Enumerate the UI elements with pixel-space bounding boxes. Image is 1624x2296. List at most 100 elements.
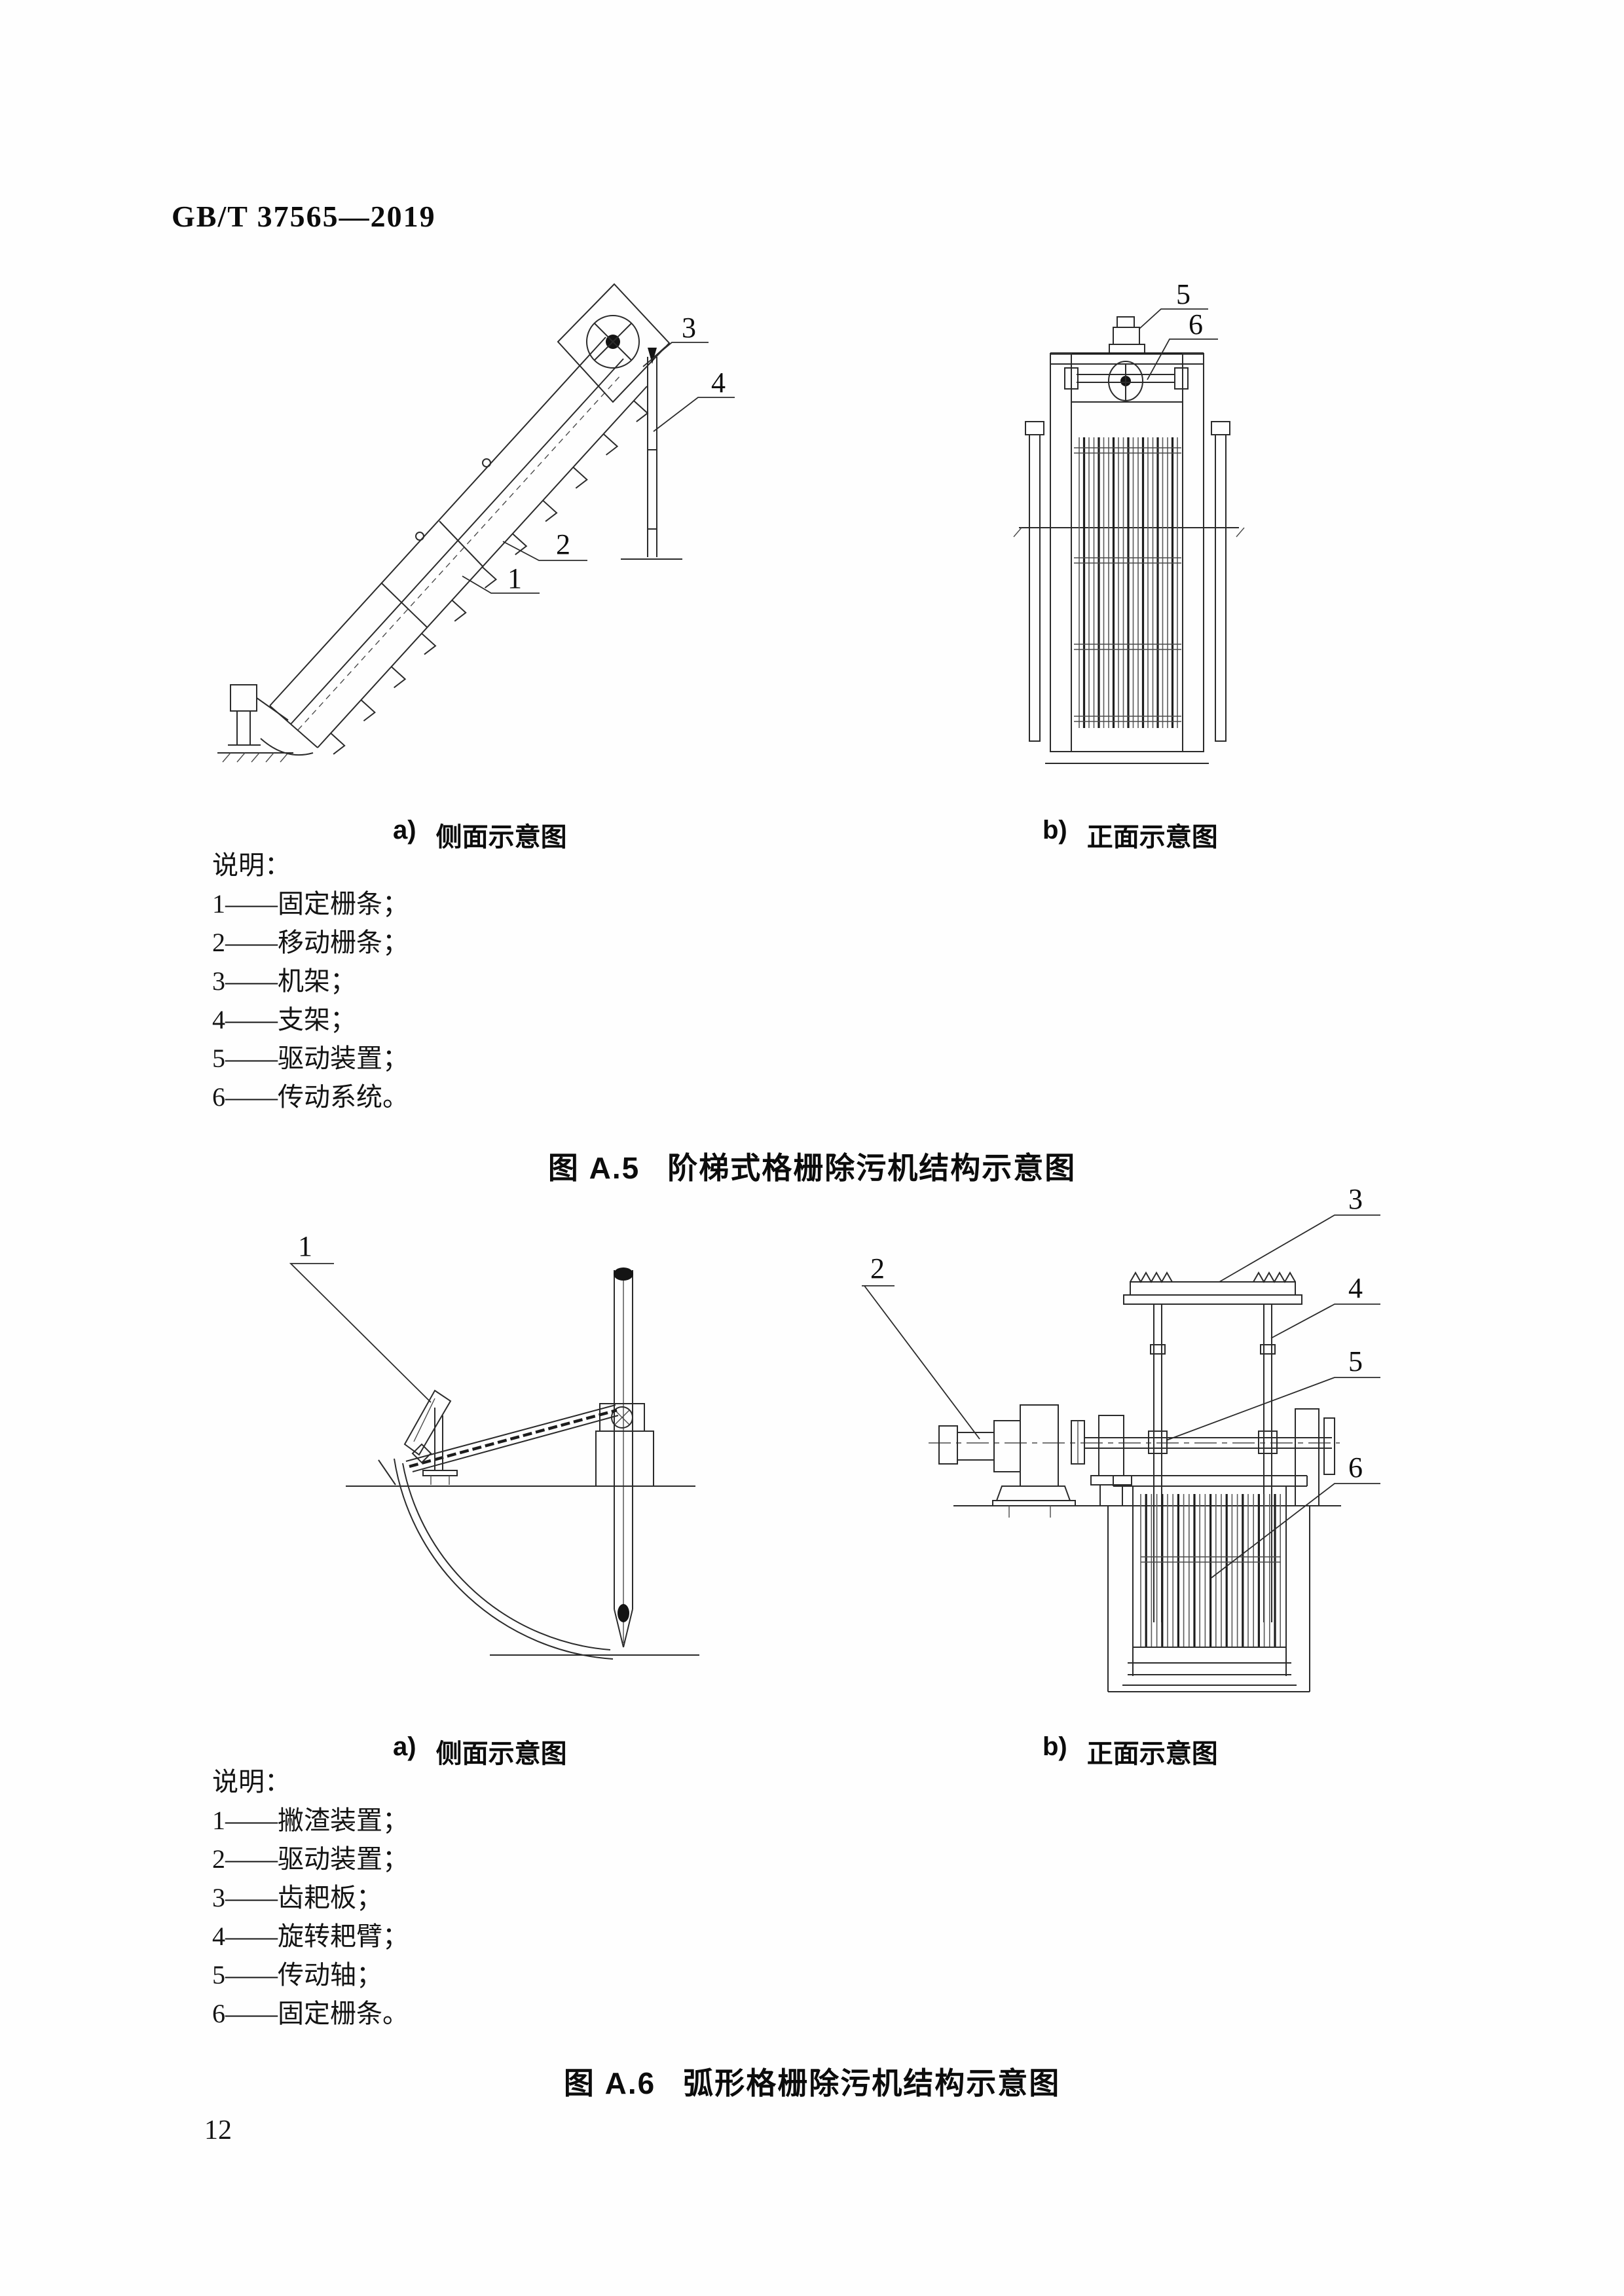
figure-a5-side-caption: a) 侧面示意图: [393, 816, 567, 854]
top-beam: [1113, 1475, 1308, 1487]
outer-post-right: [1215, 434, 1227, 742]
callout-number: 1: [507, 562, 522, 594]
legend-item: 3——机架；: [212, 966, 356, 996]
legend-item: 2——移动栅条；: [212, 928, 409, 957]
figure-a6-front-diagram: 2 3 4 5 6: [862, 1183, 1380, 1692]
motor-body: [1113, 327, 1140, 345]
callout-2: 2: [502, 528, 587, 561]
legend-title: 说明：: [212, 850, 291, 880]
arc-screen-inner: [402, 1463, 611, 1650]
callout-2: 2: [862, 1252, 980, 1440]
subcaption-title: 正面示意图: [1086, 823, 1218, 852]
callout-number: 6: [1189, 308, 1203, 340]
rake-teeth-right: [1253, 1271, 1296, 1284]
tail-box: [230, 684, 257, 712]
rake-teeth-left: [1130, 1271, 1173, 1284]
legend-item: 5——驱动装置；: [212, 1044, 409, 1073]
callout-number: 4: [711, 367, 726, 399]
rake-arm-top: [405, 1404, 616, 1462]
figure-caption-label: 图 A.5: [547, 1151, 640, 1185]
tank-outline: [1107, 1506, 1310, 1692]
subcaption-label: b): [1043, 1732, 1067, 1761]
bar-screen: [1079, 437, 1178, 728]
legend-item: 1——固定栅条；: [212, 889, 409, 919]
figure-a6-side-caption: a) 侧面示意图: [393, 1732, 567, 1770]
arc-screen-outer: [394, 1458, 614, 1660]
gearbox-foot: [995, 1485, 1071, 1501]
support-post: [647, 357, 657, 557]
right-column: [1182, 353, 1204, 752]
chain-line: [297, 374, 621, 731]
figure-caption-label: 图 A.6: [563, 2066, 656, 2100]
drive-pulley: [586, 315, 640, 369]
figure-a6-front-caption: b) 正面示意图: [1043, 1732, 1218, 1770]
callout-5: 5: [1139, 278, 1208, 329]
callout-6: 6: [1147, 308, 1218, 380]
figure-a5-side-diagram: 3 4 2 1: [217, 283, 735, 763]
frame-rail-mid: [290, 358, 624, 725]
callout-6: 6: [1211, 1451, 1380, 1578]
arm-coupler: [1148, 1430, 1168, 1454]
gearbox-body: [1020, 1404, 1059, 1487]
subcaption-label: a): [393, 816, 416, 845]
callout-number: 5: [1176, 278, 1190, 310]
page-number: 12: [204, 2115, 232, 2145]
callout-1: 1: [462, 562, 540, 594]
roller: [482, 458, 491, 467]
callout-number: 4: [1348, 1272, 1363, 1304]
transmission-shaft: [1077, 374, 1175, 383]
vertical-shaft: [614, 1270, 633, 1609]
motor-base: [1109, 344, 1145, 354]
legend-item: 5——传动轴；: [212, 1960, 382, 1990]
motor-end-cap: [938, 1425, 958, 1465]
callout-3: 3: [642, 312, 709, 367]
bearing-block: [1064, 367, 1079, 390]
callout-number: 1: [298, 1230, 312, 1262]
callout-number: 5: [1348, 1345, 1363, 1377]
left-column: [1050, 353, 1072, 752]
right-pedestal: [1295, 1408, 1320, 1506]
callout-4: 4: [1270, 1272, 1380, 1339]
figure-a5-legend: 说明： 1——固定栅条； 2——移动栅条； 3——机架； 4——支架； 5——驱…: [212, 846, 409, 1116]
inner-frame: [1132, 1486, 1287, 1676]
callout-number: 3: [682, 312, 696, 344]
base-block: [595, 1430, 654, 1487]
outer-post-left: [1029, 434, 1041, 742]
fixed-bar-screen: [1140, 1494, 1281, 1647]
subcaption-title: 正面示意图: [1086, 1740, 1218, 1768]
figure-a5-front-caption: b) 正面示意图: [1043, 816, 1218, 854]
subcaption-label: b): [1043, 816, 1067, 845]
head-frame: [557, 283, 671, 403]
rake-arm-right: [1263, 1304, 1272, 1622]
subcaption-label: a): [393, 1732, 416, 1761]
callout-3: 3: [1219, 1183, 1380, 1283]
legend-title: 说明：: [212, 1767, 291, 1796]
guide-roller: [411, 1443, 432, 1464]
rake-plate-flange: [1123, 1294, 1302, 1305]
figure-a5-front-diagram: 5 6: [1013, 278, 1245, 764]
bearing-block: [1174, 367, 1189, 390]
skimmer-base: [422, 1470, 458, 1476]
step-cleats: [330, 400, 649, 755]
subcaption-title: 侧面示意图: [435, 1740, 567, 1768]
callout-4: 4: [653, 367, 735, 432]
figure-a5-caption: 图 A.5 阶梯式格栅除污机结构示意图: [0, 1144, 1624, 1188]
drive-shaft: [1084, 1437, 1332, 1449]
motor-cap: [1116, 316, 1135, 328]
figure-a6-side-diagram: 1: [289, 1230, 699, 1660]
rake-arm-bottom: [412, 1415, 619, 1472]
callout-number: 2: [870, 1252, 885, 1285]
legend-item: 4——支架；: [212, 1005, 356, 1034]
figure-caption-title: 弧形格栅除污机结构示意图: [683, 2066, 1061, 2100]
rake-plate: [1130, 1281, 1296, 1296]
arm-coupler: [1258, 1430, 1278, 1454]
callout-number: 2: [556, 528, 570, 560]
discharge-chute: [260, 738, 314, 756]
figure-caption-title: 阶梯式格栅除污机结构示意图: [667, 1151, 1077, 1185]
gearbox-base-plate: [992, 1500, 1076, 1506]
gearbox-neck: [993, 1420, 1021, 1472]
standard-number-header: GB/T 37565—2019: [172, 200, 436, 233]
skimmer-plate: [403, 1389, 452, 1456]
